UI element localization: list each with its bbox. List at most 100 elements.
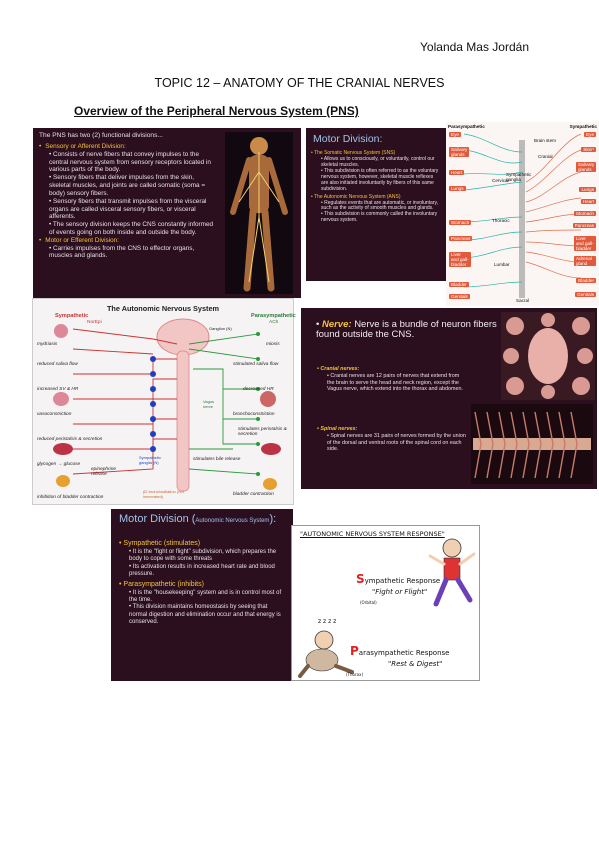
effect-label: bronchoconstriction <box>233 412 275 417</box>
right-organ-label: Stomach <box>573 211 596 216</box>
cranial-label: Cranial <box>538 154 553 159</box>
orbital-label: (Orbital) <box>360 600 377 605</box>
parasympathetic-response: Parasympathetic Response <box>350 644 450 658</box>
fight-or-flight-label: "Fight or Flight" <box>372 588 428 596</box>
left-organ-label: Bladder <box>449 282 469 287</box>
list-item: • It is the "housekeeping" system and is… <box>129 589 282 604</box>
sympathetic-label: Sympathetic <box>55 313 89 319</box>
slide-motor-division: Motor Division: • The Somatic Nervous Sy… <box>306 128 446 281</box>
section-title: Overview of the Peripheral Nervous Syste… <box>74 104 359 118</box>
rest-and-digest-label: "Rest & Digest" <box>388 660 443 668</box>
nerve-definition: • Nerve: Nerve is a bundle of neuron fib… <box>316 319 497 340</box>
list-item: • It is the "fight or flight" subdivisio… <box>129 548 277 563</box>
effect-label: miosis <box>266 342 280 347</box>
cranial-heading: • Cranial nerves: <box>317 366 360 372</box>
brain-stem-label: Brain stem <box>534 138 556 143</box>
thoracic-label: Thoracic <box>492 218 510 223</box>
sensory-heading: •Sensory or Afferent Division: <box>39 143 126 151</box>
right-organ-label: Heart <box>580 199 596 204</box>
slide-pns-divisions: The PNS has two (2) functional divisions… <box>33 128 301 298</box>
resting-figure-icon <box>298 630 354 678</box>
right-organ-label: Eye <box>584 132 596 137</box>
list-item: • Carries impulses from the CNS to effec… <box>49 244 195 260</box>
thorax-label: (Thorax) <box>346 672 364 677</box>
right-organ-label: Adrenal gland <box>574 256 596 266</box>
effect-label: mydriasis <box>37 342 58 347</box>
ans-pathway-graphic <box>53 318 281 492</box>
list-item: • This subdivision is commonly called th… <box>321 211 438 224</box>
autonomic-pathways-diagram: Parasympathetic Sympathetic Brain stem C… <box>446 122 599 306</box>
list-item: • Allows us to consciously, or voluntari… <box>321 156 435 169</box>
left-organ-label: Stomach <box>449 220 472 225</box>
parasympathetic-label: Parasympathetic <box>251 313 296 319</box>
list-item: • Spinal nerves are 31 pairs of nerves f… <box>327 432 466 453</box>
spinal-cord-image <box>471 404 593 484</box>
effect-label: epinephrine release <box>91 467 117 477</box>
right-organ-label: Pancreas <box>572 223 596 228</box>
pathway-lines <box>463 133 582 298</box>
sacral-label: Sacral <box>516 298 530 303</box>
list-item: • Cranial nerves are 12 pairs of nerves … <box>327 372 463 393</box>
sympathetic-response: Sympathetic Response <box>356 572 441 586</box>
ach-label: ACh <box>269 320 279 325</box>
list-item: • Consists of nerve fibers that convey i… <box>49 150 211 174</box>
cranial-nerves-block: • Cranial nerves: • Cranial nerves are 1… <box>317 366 467 393</box>
left-organ-label: Genitals <box>449 294 470 299</box>
list-item: • Its activation results in increased he… <box>129 563 275 577</box>
sns-heading: • The Somatic Nervous System (SNS) <box>311 150 396 157</box>
lumbar-label: Lumbar <box>494 262 510 267</box>
ans-heading: • The Autonomic Nervous System (ANS) <box>311 193 401 200</box>
spinal-nerves-block: • Spinal nerves: • Spinal nerves are 31 … <box>317 426 467 453</box>
right-organ-label: Bladder <box>576 278 596 283</box>
brain-cranial-nerves-image <box>501 312 595 400</box>
right-organ-label: Liver and gall-bladder <box>574 236 596 251</box>
vagus-nerve-label: Vagus nerve <box>203 399 215 409</box>
parasympathetic-heading: • Parasympathetic (inhibits) <box>119 581 204 589</box>
parasympathetic-header: Parasympathetic <box>448 124 485 129</box>
right-organ-label: Genitals <box>575 292 596 297</box>
effect-label: reduced saliva flow <box>37 362 78 367</box>
right-organ-label: Salivary glands <box>576 162 596 172</box>
left-organ-label: Salivary glands <box>449 147 469 157</box>
ans-response-cartoon: "AUTONOMIC NERVOUS SYSTEM RESPONSE" Symp… <box>291 525 480 681</box>
list-item: • Sensory fibers that deliver impulses f… <box>49 174 206 197</box>
topic-title: TOPIC 12 – ANATOMY OF THE CRANIAL NERVES <box>154 76 445 90</box>
sympathetic-heading: • Sympathetic (stimulates) <box>119 540 201 548</box>
left-organ-label: Liver and gall-bladder <box>449 252 471 267</box>
effect-label: reduced peristalsis & secretion <box>37 437 103 442</box>
effect-label: bladder contraction <box>233 492 274 497</box>
beta2-label: β2 bronchodilation (not innervated) <box>143 489 184 499</box>
human-nervous-system-figure <box>225 132 293 294</box>
list-item: • This division maintains homeostasis by… <box>129 604 281 625</box>
slide-nerves: • Nerve: Nerve is a bundle of neuron fib… <box>301 308 597 489</box>
right-organ-label: Lungs <box>579 187 596 192</box>
left-organ-label: Lungs <box>449 186 466 191</box>
left-organ-label: Eye <box>449 132 461 137</box>
motor-heading: •Motor or Efferent Division: <box>39 236 120 244</box>
cervical-label: Cervical <box>492 178 509 183</box>
list-item: • Sensory fibers that transmit impulses … <box>49 197 207 221</box>
effect-label: stimulates peristalsis & secretion <box>238 427 287 437</box>
slide-title: Motor Division: <box>313 133 383 145</box>
list-item: • The sensory division keeps the CNS con… <box>49 221 214 236</box>
effect-label: stimulated saliva flow <box>233 362 279 367</box>
effect-label: increased SV & HR <box>37 387 79 392</box>
sympathetic-ganglia-label: Sympathetic ganglia (N) <box>139 455 162 465</box>
sympathetic-header: Sympathetic <box>569 124 597 129</box>
slide-title: The Autonomic Nervous System <box>106 304 220 313</box>
effect-label: glycogen → glucose <box>37 462 81 467</box>
sleep-z-label: z z z z <box>318 618 337 625</box>
left-organ-label: Pancreas <box>449 236 473 241</box>
sensory-points: • Consists of nerve fibers that convey i… <box>39 151 217 237</box>
sympathetic-ganglia-label: Sympathetic ganglia <box>506 172 532 182</box>
ganglion-label: Ganglion (N) <box>209 326 232 331</box>
author-name: Yolanda Mas Jordán <box>420 40 529 54</box>
effect-label: inhibition of bladder contraction <box>37 495 104 500</box>
running-figure-icon <box>428 538 476 607</box>
effect-label: vasoconstriction <box>37 412 72 417</box>
slide-motor-ans: Motor Division (Autonomic Nervous System… <box>111 509 293 681</box>
norepi-label: NorEpi <box>87 320 102 325</box>
effect-label: stimulates bile release <box>193 457 241 462</box>
spinal-heading: • Spinal nerves: <box>317 426 358 432</box>
effect-label: decreased HR <box>243 387 274 392</box>
